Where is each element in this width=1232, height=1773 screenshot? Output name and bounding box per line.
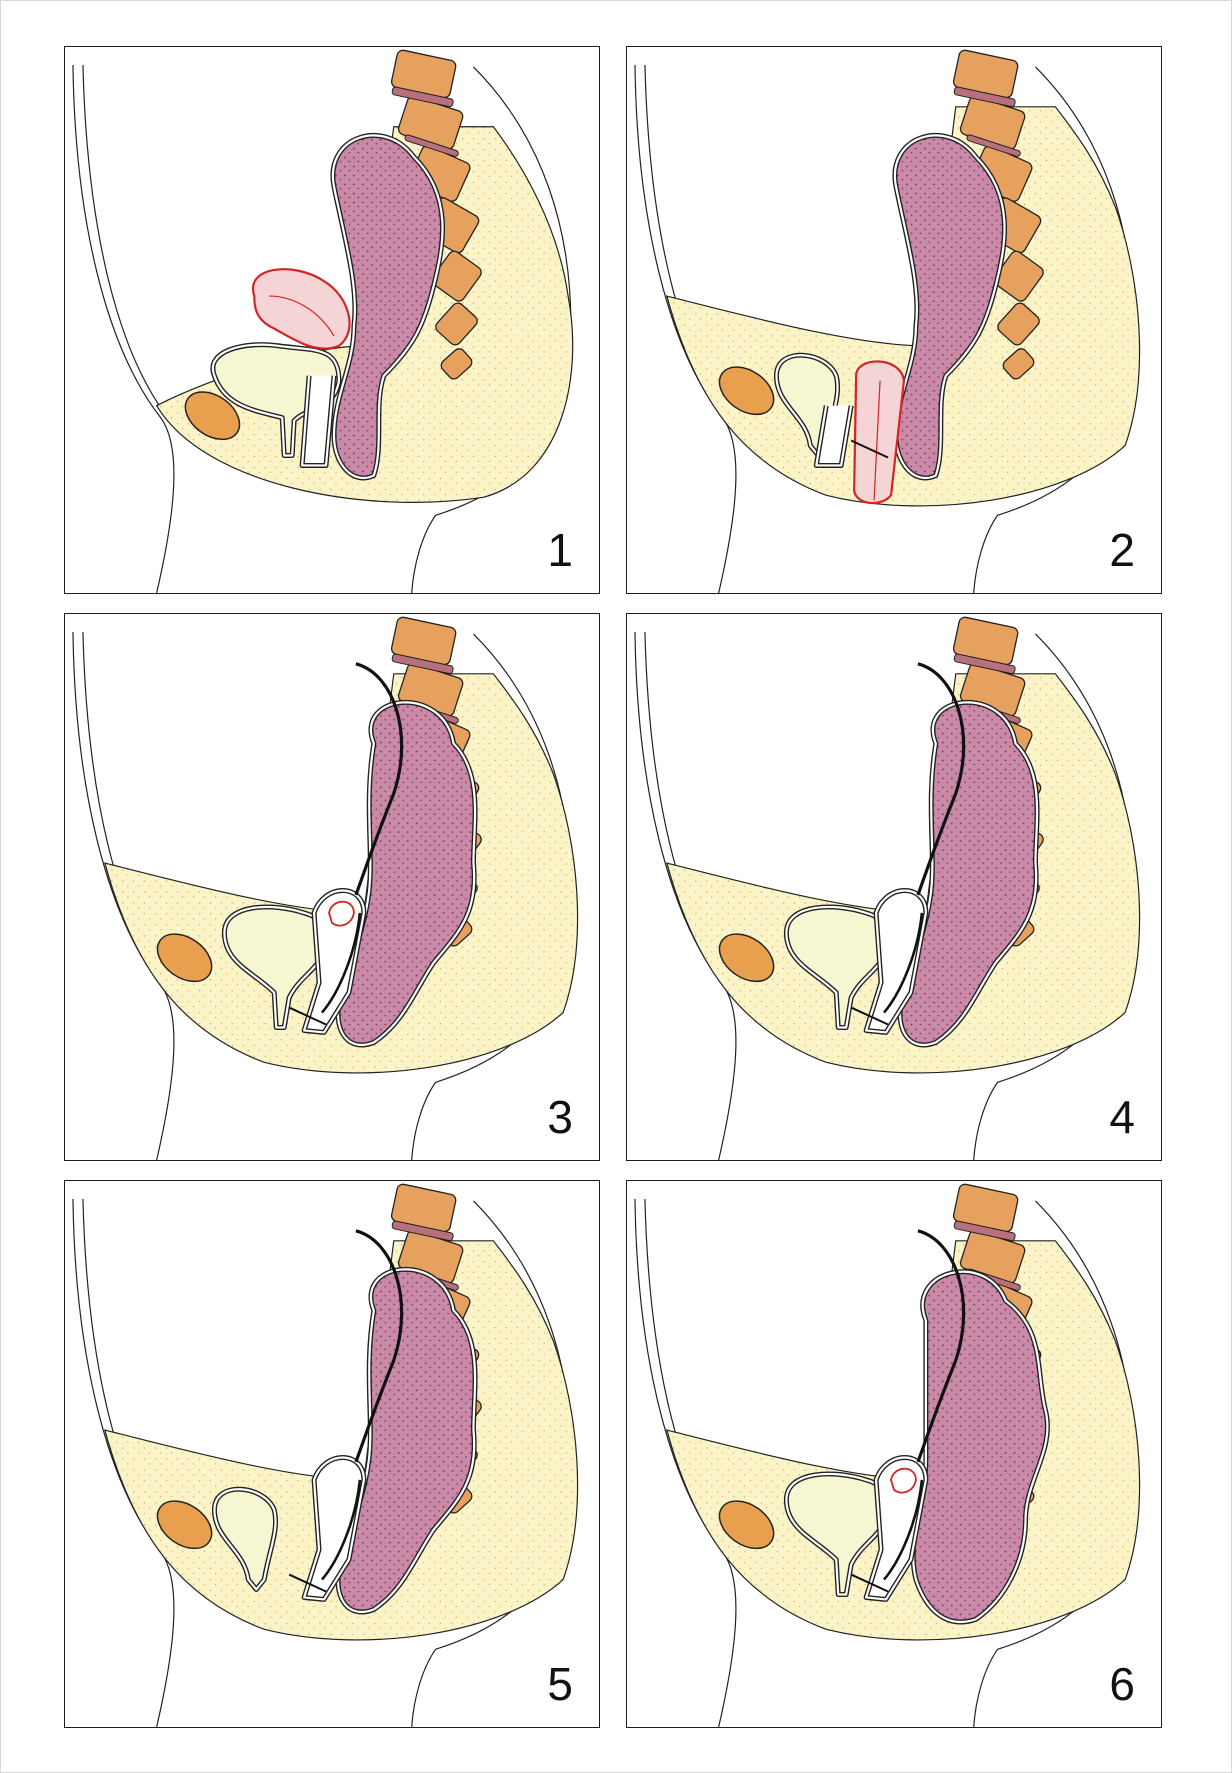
uterus bbox=[253, 269, 350, 348]
sagittal-pelvis-drawing bbox=[65, 614, 599, 1160]
panel-number: 5 bbox=[547, 1661, 573, 1707]
pelvis-section bbox=[73, 49, 573, 593]
panel-5: 5 bbox=[64, 1180, 600, 1728]
panel-number: 2 bbox=[1109, 527, 1135, 573]
skin-line-anterior bbox=[73, 65, 174, 593]
panel-6: 6 bbox=[626, 1180, 1162, 1728]
pelvis-section bbox=[635, 1183, 1140, 1727]
sagittal-pelvis-drawing bbox=[627, 1181, 1161, 1727]
panel-number: 1 bbox=[547, 527, 573, 573]
panel-number: 6 bbox=[1109, 1661, 1135, 1707]
sagittal-pelvis-drawing bbox=[627, 47, 1161, 593]
panel-2: 2 bbox=[626, 46, 1162, 594]
pelvic-fat-region bbox=[667, 1241, 1140, 1640]
sagittal-pelvis-drawing bbox=[65, 1181, 599, 1727]
panel-number: 3 bbox=[547, 1094, 573, 1140]
sagittal-pelvis-drawing bbox=[627, 614, 1161, 1160]
pelvis-section bbox=[635, 616, 1140, 1160]
abdominal-wall-line bbox=[83, 65, 173, 424]
panel-number: 4 bbox=[1109, 1094, 1135, 1140]
pelvis-section bbox=[73, 616, 578, 1160]
sagittal-pelvis-drawing bbox=[65, 47, 599, 593]
panel-3: 3 bbox=[64, 613, 600, 1161]
panel-1: 1 bbox=[64, 46, 600, 594]
pelvis-section bbox=[635, 49, 1140, 593]
pelvis-section bbox=[73, 1183, 578, 1727]
panel-4: 4 bbox=[626, 613, 1162, 1161]
